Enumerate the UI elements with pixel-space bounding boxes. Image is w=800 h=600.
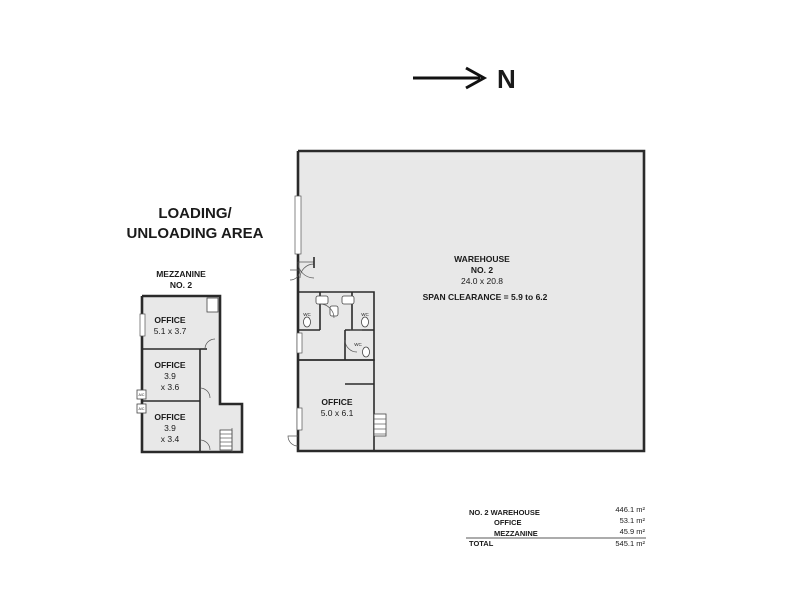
stairs-icon	[373, 413, 387, 437]
wc-label-3: WC	[354, 342, 362, 347]
entry-door	[297, 261, 315, 279]
mezzanine-number: NO. 2	[170, 280, 192, 290]
office-dims: 5.0 x 6.1	[321, 408, 354, 418]
mezz-office-3-name: OFFICE	[154, 412, 185, 422]
area-total-value: 545.1 m²	[615, 539, 645, 548]
office-name: OFFICE	[321, 397, 352, 407]
area-schedule: NO. 2 WAREHOUSE 446.1 m² OFFICE 53.1 m² …	[466, 505, 646, 548]
ac-unit-1	[136, 389, 147, 400]
span-clearance: SPAN CLEARANCE = 5.9 to 6.2	[423, 292, 548, 302]
warehouse-dims: 24.0 x 20.8	[461, 276, 503, 286]
area-total-label: TOTAL	[469, 539, 494, 548]
compass-label: N	[497, 64, 516, 94]
roller-door	[294, 195, 302, 255]
mezzanine-plan: A/C A/C	[136, 294, 244, 454]
mezz-office-2-name: OFFICE	[154, 360, 185, 370]
ac-unit-2	[136, 403, 147, 414]
mezzanine-stairs-icon	[219, 428, 233, 452]
mezz-office-2-dim2: x 3.6	[161, 382, 180, 392]
ac-label-2: A/C	[139, 407, 145, 411]
mezz-office-1-name: OFFICE	[154, 315, 185, 325]
area-row-mezzanine-value: 45.9 m²	[620, 527, 646, 536]
area-row-mezzanine-label: MEZZANINE	[494, 529, 538, 538]
area-row-warehouse-label: NO. 2 WAREHOUSE	[469, 508, 540, 517]
wc-label-1: WC	[303, 312, 311, 317]
north-arrow-icon	[413, 66, 488, 90]
loading-area-line2: UNLOADING AREA	[127, 225, 264, 242]
ac-label-1: A/C	[139, 393, 145, 397]
area-row-warehouse-value: 446.1 m²	[615, 505, 645, 514]
mezz-office-2-dim1: 3.9	[164, 371, 176, 381]
mezz-office-3-dim2: x 3.4	[161, 434, 180, 444]
area-row-office-value: 53.1 m²	[620, 516, 646, 525]
warehouse-name: WAREHOUSE	[454, 254, 510, 264]
warehouse-building: WC WC WC	[287, 149, 646, 453]
mezzanine-title: MEZZANINE	[156, 269, 206, 279]
warehouse-number: NO. 2	[471, 265, 493, 275]
area-row-office-label: OFFICE	[494, 518, 522, 527]
wc-label-2: WC	[361, 312, 369, 317]
mezz-office-1-dims: 5.1 x 3.7	[154, 326, 187, 336]
mezz-office-3-dim1: 3.9	[164, 423, 176, 433]
loading-area-line1: LOADING/	[158, 205, 232, 222]
